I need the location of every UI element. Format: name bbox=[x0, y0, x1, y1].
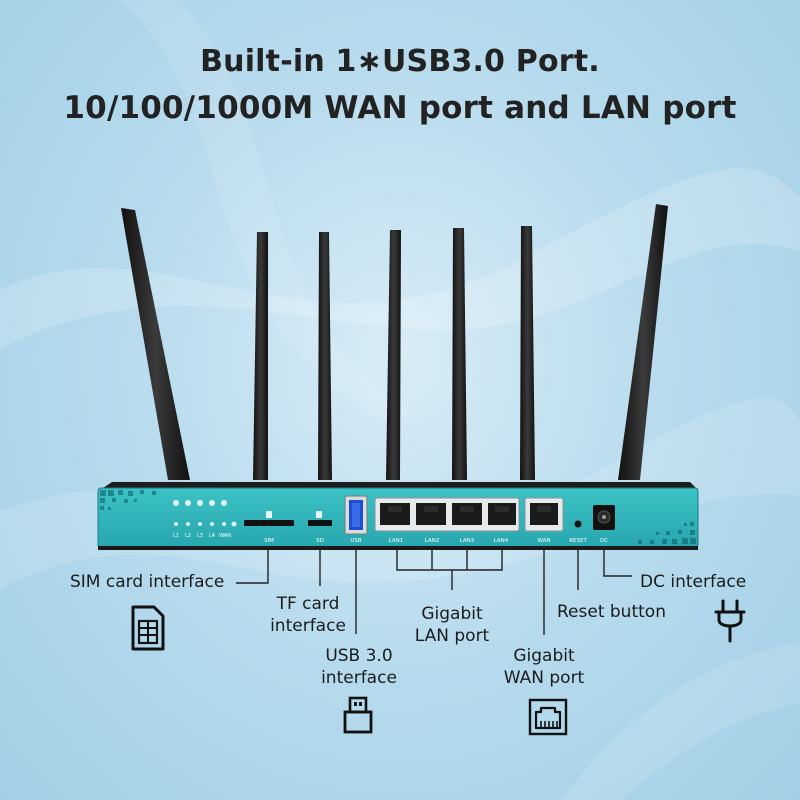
power-plug-icon bbox=[714, 599, 746, 643]
wan-callout-line-1: Gigabit bbox=[513, 646, 575, 666]
usb-callout-line-1: USB 3.0 bbox=[325, 646, 393, 666]
reset-button[interactable]: RESET bbox=[569, 520, 587, 545]
lan3-label: LAN3 bbox=[460, 538, 475, 544]
status-led-area: L1 L2 L3 L4 WAN bbox=[173, 500, 237, 539]
lan1-label: LAN1 bbox=[389, 538, 404, 544]
tf-callout: TF card interface bbox=[268, 593, 348, 637]
wan-port-label: WAN bbox=[537, 538, 550, 544]
led-label-l1: L1 bbox=[173, 533, 179, 539]
panel-pattern-right bbox=[638, 522, 696, 544]
led-label-l3: L3 bbox=[197, 533, 203, 539]
usb-callout-line-2: interface bbox=[321, 668, 397, 688]
headline-line-1: Built-in 1∗USB3.0 Port. bbox=[200, 44, 600, 79]
sim-port-label: SIM bbox=[264, 538, 274, 544]
ethernet-port-icon bbox=[528, 698, 568, 736]
led-label-l4: L4 bbox=[209, 533, 215, 539]
led-label-wan: WAN bbox=[219, 533, 231, 539]
reset-callout: Reset button bbox=[557, 602, 666, 622]
dc-port-label: DC bbox=[600, 538, 608, 544]
tf-callout-line-1: TF card bbox=[276, 594, 340, 614]
leader-sim bbox=[236, 548, 269, 584]
sd-port-label: SD bbox=[316, 538, 324, 544]
lan-callout-line-1: Gigabit bbox=[421, 604, 483, 624]
reset-port-label: RESET bbox=[569, 538, 587, 544]
antenna-5 bbox=[452, 228, 467, 480]
headline-line-2: 10/100/1000M WAN port and LAN port bbox=[63, 90, 737, 126]
wan-port[interactable]: WAN bbox=[524, 497, 564, 544]
lan-callout: Gigabit LAN port bbox=[402, 603, 502, 647]
panel-pattern-left bbox=[100, 490, 156, 510]
sim-callout: SIM card interface bbox=[70, 572, 225, 592]
tf-callout-line-2: interface bbox=[270, 616, 346, 636]
usb-plug-icon bbox=[343, 696, 373, 734]
usb-port-label: USB bbox=[350, 538, 362, 544]
sim-card-icon bbox=[131, 605, 165, 651]
antenna-2 bbox=[253, 232, 268, 480]
leader-lines bbox=[236, 548, 632, 635]
usb-callout: USB 3.0 interface bbox=[314, 645, 404, 689]
antenna-1 bbox=[121, 208, 190, 480]
leader-lan bbox=[396, 548, 503, 571]
antennas bbox=[121, 204, 668, 480]
lan4-label: LAN4 bbox=[494, 538, 509, 544]
sim-slot[interactable]: SIM bbox=[244, 511, 294, 544]
wan-callout-line-2: WAN port bbox=[503, 668, 585, 688]
dc-jack[interactable]: DC bbox=[593, 505, 615, 544]
lan-callout-line-2: LAN port bbox=[414, 626, 490, 646]
leader-dc bbox=[603, 548, 632, 577]
antenna-6 bbox=[520, 226, 535, 480]
wan-callout: Gigabit WAN port bbox=[494, 645, 594, 689]
antenna-3 bbox=[318, 232, 332, 480]
lan-ports[interactable]: LAN1 LAN2 LAN3 LAN4 bbox=[374, 497, 520, 544]
usb-port[interactable]: USB bbox=[344, 495, 368, 544]
led-label-l2: L2 bbox=[185, 533, 191, 539]
dc-callout: DC interface bbox=[640, 572, 747, 592]
lan2-label: LAN2 bbox=[425, 538, 440, 544]
sd-slot[interactable]: SD bbox=[308, 511, 332, 544]
antenna-4 bbox=[386, 230, 401, 480]
antenna-7 bbox=[618, 204, 668, 480]
